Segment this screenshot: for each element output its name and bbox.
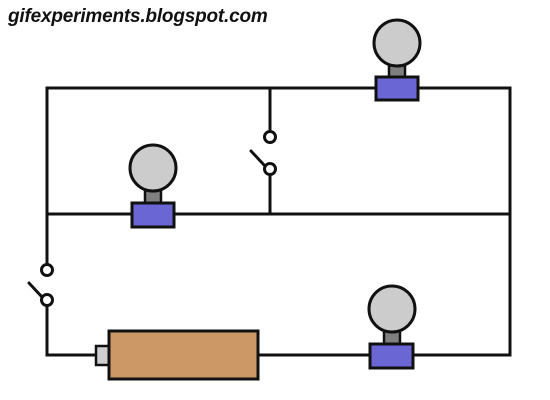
- bulb-glass: [372, 18, 422, 68]
- switch-upper-terminal-bottom: [263, 162, 277, 176]
- switch-upper-lever: [249, 149, 267, 168]
- battery-body: [107, 329, 260, 381]
- bulb-glass: [128, 143, 178, 193]
- switch-lower-lever: [27, 281, 44, 299]
- bulb-middle-left[interactable]: [128, 143, 178, 229]
- wire-left-lower: [45, 300, 98, 357]
- switch-lower-terminal-bottom: [40, 293, 54, 307]
- switch-lower-terminal-top: [40, 263, 54, 277]
- site-watermark: gifexperiments.blogspot.com: [8, 6, 268, 27]
- switch-upper[interactable]: [249, 130, 277, 176]
- bulb-glass: [367, 284, 417, 334]
- bulb-base: [374, 75, 420, 102]
- switch-upper-terminal-top: [263, 130, 277, 144]
- battery: [94, 329, 260, 381]
- bulb-bottom-right[interactable]: [367, 284, 417, 370]
- bulb-top-right[interactable]: [372, 18, 422, 102]
- switch-lower[interactable]: [27, 263, 54, 307]
- bulb-base: [130, 201, 176, 229]
- battery-terminal: [94, 344, 111, 367]
- bulb-base: [368, 342, 415, 370]
- wires: [45, 86, 512, 357]
